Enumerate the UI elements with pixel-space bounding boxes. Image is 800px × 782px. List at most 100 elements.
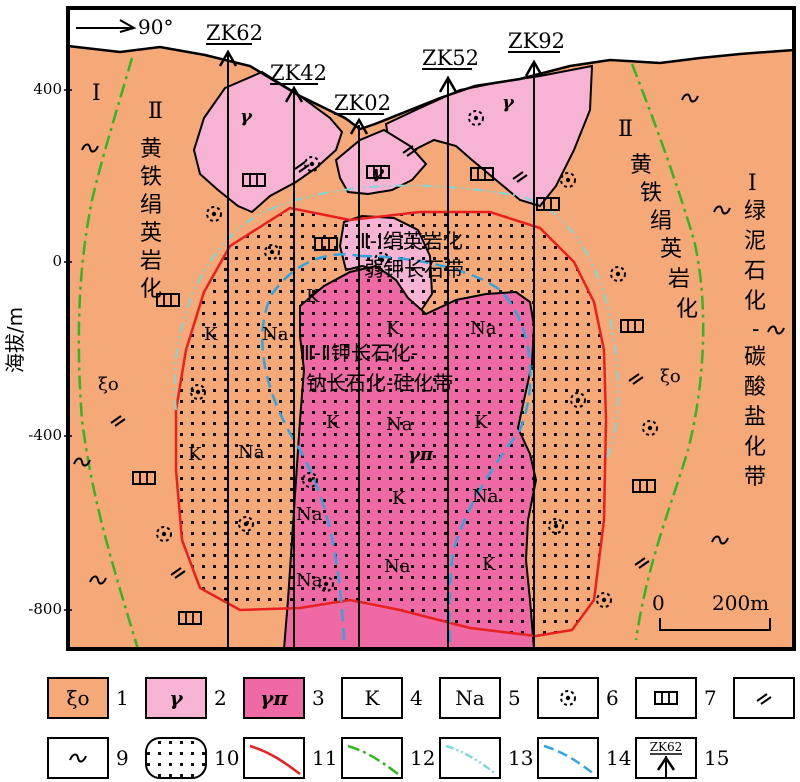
svg-text:碳: 碳 xyxy=(744,345,766,370)
legend-symbol: Na xyxy=(455,686,485,710)
legend-symbol: K xyxy=(365,686,381,710)
sericite-symbol xyxy=(302,472,318,488)
legend-item: 11 xyxy=(243,737,337,779)
legend-item: 8 xyxy=(733,677,795,719)
zone3b-label-line2: 钠长石化-硅化带 xyxy=(306,371,453,395)
sodic-na-label: Na xyxy=(296,570,323,591)
gamma-pi-label: γπ xyxy=(408,444,434,465)
sericite-symbol xyxy=(206,206,222,222)
section-map xyxy=(68,46,794,649)
zone3b-label-line1: Ⅲ-Ⅱ钾长石化- xyxy=(300,341,418,365)
zone3-stipple xyxy=(176,208,606,636)
potassic-k-label: K xyxy=(326,412,340,433)
drillhole-label: ZK42 xyxy=(270,61,327,85)
pyrite-symbol xyxy=(536,197,560,211)
drillhole-label: ZK52 xyxy=(422,46,479,70)
green-boundary-left xyxy=(77,57,140,649)
pyrite-symbol xyxy=(620,319,644,333)
sericite-symbol xyxy=(570,392,586,408)
legend-number: 15 xyxy=(704,746,729,770)
svg-text:绢: 绢 xyxy=(650,209,672,234)
svg-text:英: 英 xyxy=(660,237,682,262)
carbonate-symbol xyxy=(294,161,310,173)
sodic-na-label: Na xyxy=(384,556,411,577)
legend-item: 12 xyxy=(341,737,435,779)
sericite-symbol xyxy=(596,592,612,608)
legend-number: 12 xyxy=(410,746,435,770)
chlorite-symbol xyxy=(681,93,699,103)
legend-symbol: γπ xyxy=(260,686,288,710)
sericite-symbol xyxy=(156,526,172,542)
drillhole-zk52: ZK52 xyxy=(422,46,479,93)
chlorite-symbol xyxy=(713,205,731,215)
granite-body-left xyxy=(192,70,344,214)
gamma-label: γ xyxy=(502,92,515,113)
sodic-na-label: Na xyxy=(386,414,413,435)
sodic-na-label: Na xyxy=(470,318,497,339)
chlorite-symbol xyxy=(767,325,785,335)
xi-o-label: ξo xyxy=(98,374,119,395)
orientation-indicator: 90° xyxy=(76,15,173,39)
axis-tick: -400 xyxy=(28,426,62,444)
svg-text:绿: 绿 xyxy=(744,199,766,224)
legend-symbol: γ xyxy=(169,686,183,710)
map-frame xyxy=(66,6,796,651)
svg-text:黄: 黄 xyxy=(140,137,162,162)
legend-item: 7 xyxy=(635,677,717,719)
legend-symbol: ξo xyxy=(66,686,89,710)
zone3a-label-line2: 弱钾长石带 xyxy=(364,257,464,281)
sericite-symbol xyxy=(642,420,658,436)
topographic-surface xyxy=(67,44,795,131)
legend-item: 6 xyxy=(537,677,619,719)
axis-tick: -800 xyxy=(28,600,62,618)
blue-dashed-boundary-left xyxy=(261,253,361,641)
chlorite-symbol xyxy=(81,143,99,153)
axis-tick: 0 xyxy=(52,252,62,270)
sericite-symbol xyxy=(610,266,626,282)
xi-o-label: ξo xyxy=(660,366,681,387)
chlorite-symbol xyxy=(73,457,91,467)
pyrite-symbol xyxy=(314,237,338,251)
sodic-markers: Na Na Na Na Na Na Na Na xyxy=(238,318,499,591)
carbonate-symbol xyxy=(110,415,126,427)
potassic-k-label: K xyxy=(474,412,488,433)
drillhole-label: ZK62 xyxy=(206,21,263,45)
pyrite-symbol xyxy=(156,293,180,307)
svg-text:泥: 泥 xyxy=(744,229,766,254)
potassic-k-label: K xyxy=(306,286,320,307)
green-boundary-right xyxy=(630,63,705,641)
legend-number: 10 xyxy=(214,746,239,770)
svg-text:英: 英 xyxy=(140,221,162,246)
chlorite-symbol xyxy=(89,575,107,585)
sericite-symbol xyxy=(560,172,576,188)
sericite-symbol xyxy=(304,156,320,172)
zone1-left-label: Ⅰ xyxy=(92,81,101,106)
axis-title: 海拔/m xyxy=(3,307,27,373)
drillhole-zk92: ZK92 xyxy=(508,29,565,77)
svg-text:-: - xyxy=(752,317,759,342)
carbonate-symbol xyxy=(512,171,528,183)
legend-number: 11 xyxy=(312,746,337,770)
svg-text:黄: 黄 xyxy=(630,153,652,178)
svg-text:化: 化 xyxy=(744,435,766,460)
sodic-na-label: Na xyxy=(296,504,323,525)
drillhole-label: ZK92 xyxy=(508,29,565,53)
carbonate-symbol xyxy=(628,373,644,385)
potassic-k-label: K xyxy=(482,554,496,575)
svg-text:岩: 岩 xyxy=(668,267,690,292)
sodic-na-label: Na xyxy=(262,324,289,345)
legend-number: 5 xyxy=(508,686,521,710)
legend-item: ξo 1 xyxy=(47,677,129,719)
legend-number: 1 xyxy=(116,686,129,710)
sericite-symbol xyxy=(560,690,576,706)
cyan-boundary xyxy=(173,184,620,461)
svg-text:化: 化 xyxy=(676,297,698,322)
zone1-right-text: Ⅰ 绿 泥 石 化 - 碳 酸 盐 化 带 xyxy=(744,171,766,490)
pyrite-symbol xyxy=(178,611,202,625)
drillhole-zk42: ZK42 xyxy=(270,61,327,103)
carbonate-symbol xyxy=(170,567,186,579)
svg-text:带: 带 xyxy=(744,465,766,490)
pyrite-symbol xyxy=(632,479,656,493)
